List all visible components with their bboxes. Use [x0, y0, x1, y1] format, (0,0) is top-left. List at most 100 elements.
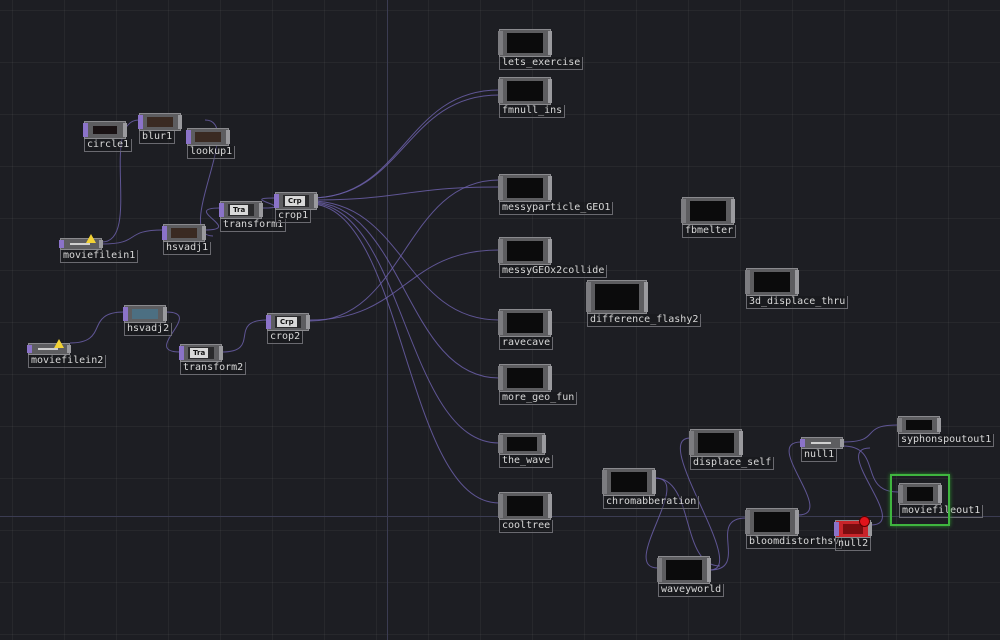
node-moviefileout1[interactable]: moviefileout1	[890, 474, 984, 526]
node-name-label: transform2	[180, 362, 247, 375]
node-moviefilein1[interactable]: moviefilein1	[59, 234, 139, 264]
warning-icon[interactable]	[54, 339, 64, 348]
output-connector[interactable]	[548, 31, 552, 55]
preview-thumbnail	[754, 272, 790, 292]
node-null2[interactable]: null2	[834, 516, 872, 552]
node-fbmelter[interactable]: fbmelter	[681, 197, 737, 239]
node-messyGEOx2collide[interactable]: messyGEOx2collide	[498, 237, 608, 279]
node-null1[interactable]: null1	[800, 437, 844, 463]
output-connector[interactable]	[163, 307, 167, 321]
input-connector[interactable]	[59, 240, 64, 248]
output-connector[interactable]	[314, 194, 318, 208]
node-displace_self[interactable]: displace_self	[689, 429, 775, 471]
output-connector[interactable]	[306, 315, 310, 329]
input-connector[interactable]	[586, 282, 591, 312]
input-connector[interactable]	[498, 366, 503, 390]
input-connector[interactable]	[27, 345, 32, 353]
output-connector[interactable]	[868, 522, 872, 536]
node-ravecave[interactable]: ravecave	[498, 309, 554, 351]
input-connector[interactable]	[274, 194, 279, 208]
output-connector[interactable]	[548, 79, 552, 103]
input-connector[interactable]	[498, 494, 503, 518]
output-connector[interactable]	[840, 439, 844, 447]
output-connector[interactable]	[202, 226, 206, 240]
node-hsvadj2[interactable]: hsvadj2	[123, 305, 173, 337]
node-the_wave[interactable]: the_wave	[498, 433, 554, 469]
output-connector[interactable]	[937, 418, 941, 432]
node-circle1[interactable]: circle1	[83, 121, 133, 153]
input-connector[interactable]	[266, 315, 271, 329]
input-connector[interactable]	[745, 510, 750, 534]
node-fmnull_ins[interactable]: fmnull_ins	[498, 77, 566, 119]
output-connector[interactable]	[795, 270, 799, 294]
input-connector[interactable]	[498, 435, 503, 453]
wire-7	[309, 202, 500, 444]
output-connector[interactable]	[707, 558, 711, 582]
node-blur1[interactable]: blur1	[138, 113, 182, 145]
node-difference_flashy2[interactable]: difference_flashy2	[586, 280, 702, 328]
output-connector[interactable]	[99, 240, 103, 248]
input-connector[interactable]	[179, 346, 184, 360]
node-chromabberation[interactable]: chromabberation	[602, 468, 700, 510]
input-connector[interactable]	[83, 123, 88, 137]
input-connector[interactable]	[498, 311, 503, 335]
node-bloomdistorthsv[interactable]: bloomdistorthsv	[745, 508, 843, 550]
output-connector[interactable]	[123, 123, 127, 137]
output-connector[interactable]	[548, 366, 552, 390]
output-connector[interactable]	[178, 115, 182, 129]
input-connector[interactable]	[138, 115, 143, 129]
node-lookup1[interactable]: lookup1	[186, 128, 236, 160]
output-connector[interactable]	[731, 199, 735, 223]
input-connector[interactable]	[745, 270, 750, 294]
input-connector[interactable]	[498, 239, 503, 263]
input-connector[interactable]	[834, 522, 839, 536]
input-connector[interactable]	[681, 199, 686, 223]
output-connector[interactable]	[548, 311, 552, 335]
input-connector[interactable]	[498, 31, 503, 55]
input-connector[interactable]	[602, 470, 607, 494]
output-connector[interactable]	[226, 130, 230, 144]
input-connector[interactable]	[498, 79, 503, 103]
output-connector[interactable]	[259, 203, 263, 217]
output-connector[interactable]	[548, 176, 552, 200]
wire-5	[309, 200, 500, 321]
input-connector[interactable]	[162, 226, 167, 240]
output-connector[interactable]	[542, 435, 546, 453]
output-connector[interactable]	[739, 431, 743, 455]
node-3d_displace_thru[interactable]: 3d_displace_thru	[745, 268, 849, 310]
node-more_geo_fun[interactable]: more_geo_fun	[498, 364, 578, 406]
node-syphonspoutout1[interactable]: syphonspoutout1	[897, 416, 995, 448]
output-connector[interactable]	[67, 345, 71, 353]
input-connector[interactable]	[186, 130, 191, 144]
output-connector[interactable]	[548, 494, 552, 518]
input-connector[interactable]	[498, 176, 503, 200]
preview-thumbnail	[507, 33, 543, 53]
node-cooltree[interactable]: cooltree	[498, 492, 554, 534]
input-connector[interactable]	[689, 431, 694, 455]
output-connector[interactable]	[938, 485, 942, 503]
input-connector[interactable]	[219, 203, 224, 217]
output-connector[interactable]	[795, 510, 799, 534]
node-name-label: cooltree	[499, 520, 554, 533]
input-connector[interactable]	[897, 418, 902, 432]
warning-icon[interactable]	[86, 234, 96, 243]
node-lets_exercise[interactable]: lets_exercise	[498, 29, 584, 71]
error-icon[interactable]	[859, 516, 870, 527]
node-messyparticle_GEO1[interactable]: messyparticle_GEO1	[498, 174, 614, 216]
node-waveyworld[interactable]: waveyworld	[657, 556, 725, 598]
input-connector[interactable]	[800, 439, 805, 447]
node-hsvadj1[interactable]: hsvadj1	[162, 224, 212, 256]
input-connector[interactable]	[657, 558, 662, 582]
output-connector[interactable]	[219, 346, 223, 360]
output-connector[interactable]	[652, 470, 656, 494]
input-connector[interactable]	[898, 485, 903, 503]
node-moviefilein2[interactable]: moviefilein2	[27, 339, 107, 369]
output-connector[interactable]	[644, 282, 648, 312]
output-connector[interactable]	[548, 239, 552, 263]
input-connector[interactable]	[123, 307, 128, 321]
